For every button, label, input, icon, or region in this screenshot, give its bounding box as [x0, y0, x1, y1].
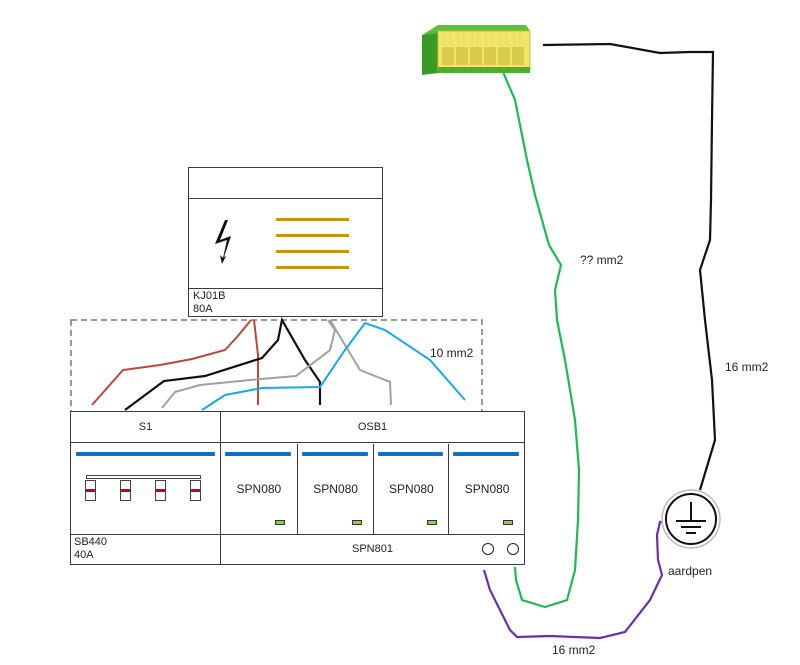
pole-indicator: [156, 489, 165, 492]
module-rail: [301, 452, 368, 456]
earth-electrode-label: aardpen: [668, 564, 713, 578]
surge-module[interactable]: SPN080: [221, 444, 297, 534]
isolator-s1[interactable]: S1 SB440 40A: [70, 411, 221, 565]
module-rail: [453, 452, 519, 456]
phase-wire-enclosure: [70, 319, 483, 413]
surge-module-label: SPN080: [389, 482, 434, 496]
wire-black-earth: [542, 42, 717, 491]
surge-module[interactable]: SPN080: [448, 444, 524, 534]
wire-green: [498, 64, 581, 609]
divider: [221, 534, 524, 535]
isolator-pole: [155, 480, 166, 501]
status-indicator: [351, 520, 362, 525]
surge-protection-osb1[interactable]: OSB1 SPN080 SPN080 SPN080 SPN080 SPN801: [220, 411, 525, 565]
pole-indicator: [86, 489, 95, 492]
module-rail: [377, 452, 444, 456]
earth-terminal-block[interactable]: [418, 17, 536, 80]
pole-indicator: [121, 489, 130, 492]
isolator-pole: [120, 480, 131, 501]
busbar: [276, 250, 349, 253]
surge-module[interactable]: SPN080: [296, 444, 373, 534]
divider: [71, 534, 220, 535]
isolator-title: S1: [71, 412, 220, 443]
divider: [189, 288, 382, 289]
phase-wire-size-label: 10 mm2: [430, 346, 474, 360]
surge-module-label: SPN080: [464, 482, 510, 496]
isolator-model: SB440: [74, 536, 108, 548]
earth-wire-size-label: 16 mm2: [725, 360, 769, 374]
busbar: [276, 266, 349, 269]
surge-module[interactable]: SPN080: [372, 444, 449, 534]
busbar-group: [276, 218, 351, 273]
main-switch-header: [189, 168, 382, 199]
surge-module-label: SPN080: [313, 482, 358, 496]
main-switch[interactable]: KJ01B 80A: [188, 167, 383, 317]
purple-wire-size-label: 16 mm2: [552, 643, 596, 657]
status-indicator: [503, 520, 513, 525]
isolator-pole: [190, 480, 201, 501]
busbar: [276, 218, 349, 221]
terminal-circle[interactable]: [507, 543, 519, 555]
isolator-rail: [76, 452, 215, 456]
wire-grey: [161, 319, 392, 409]
wire-blue: [201, 321, 466, 411]
main-switch-model: KJ01B: [193, 290, 226, 302]
surge-module-label: SPN080: [236, 482, 282, 496]
busbar: [276, 234, 349, 237]
status-indicator: [274, 520, 285, 525]
module-rail: [225, 452, 291, 456]
earth-ground-icon: [661, 489, 721, 549]
wire-purple: [482, 520, 670, 640]
isolator-rating: 40A: [74, 549, 94, 561]
isolator-pole: [85, 480, 96, 501]
main-switch-rating: 80A: [193, 303, 213, 315]
terminal-circle[interactable]: [482, 543, 494, 555]
earth-electrode[interactable]: [660, 488, 722, 550]
green-wire-size-label: ?? mm2: [580, 253, 624, 267]
isolator-pole-bridge: [86, 475, 201, 479]
wire-black: [124, 316, 322, 411]
status-indicator: [427, 520, 438, 525]
pole-indicator: [191, 489, 200, 492]
lightning-icon: [211, 218, 237, 273]
surge-base-label: SPN801: [352, 543, 393, 555]
surge-protection-title: OSB1: [221, 412, 524, 443]
